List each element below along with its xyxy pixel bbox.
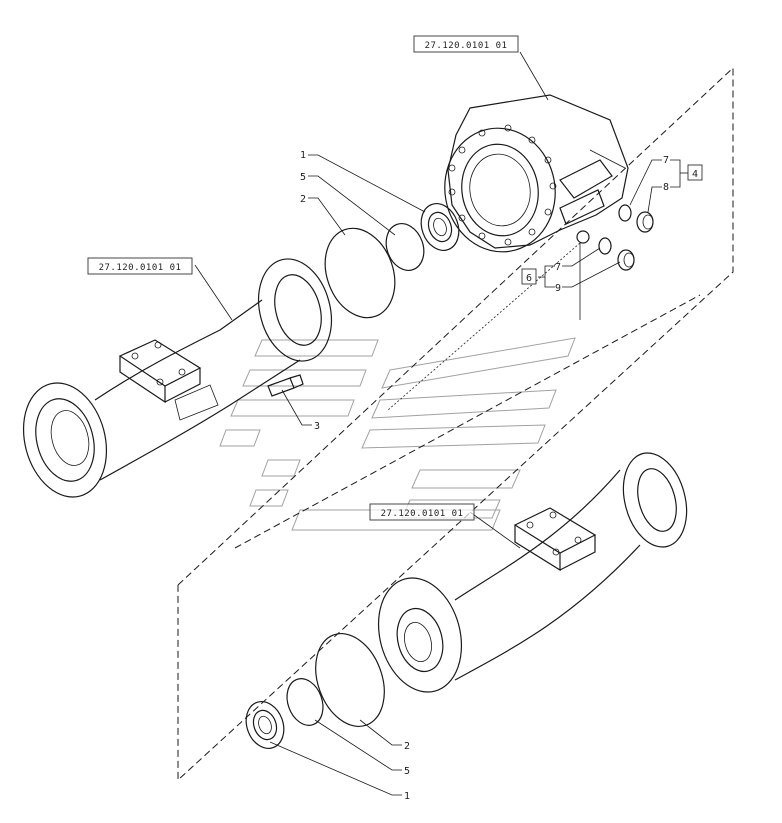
dashed-assembly-boundary [177,66,734,782]
logo-watermark-icon [219,337,576,531]
callout-9[interactable]: 9 [555,283,561,294]
top-o-ring-small [385,223,425,271]
callout-5-top[interactable]: 5 [300,172,306,183]
callout-8[interactable]: 8 [663,182,669,193]
ref-label: 27.120.0101 01 [425,41,508,51]
callout-3[interactable]: 3 [314,421,320,432]
bottom-o-ring-small [286,678,324,726]
leader-lines [194,51,688,796]
ref-label: 27.120.0101 01 [381,509,464,519]
top-plugs [598,204,654,271]
axle-housing-bottom [377,452,688,693]
callout-4[interactable]: 4 [692,169,698,180]
ref-box-axle-bottom[interactable]: 27.120.0101 01 [369,503,475,521]
callout-1-bottom[interactable]: 1 [404,791,410,802]
callout-2-bottom[interactable]: 2 [404,741,410,752]
callout-5-bottom[interactable]: 5 [404,766,410,777]
top-bearing [420,203,460,251]
ref-box-housing-top[interactable]: 27.120.0101 01 [413,35,519,53]
axle-housing-left [22,258,332,498]
final-drive-housing [444,94,629,253]
callout-6[interactable]: 6 [526,273,532,284]
bolt [267,374,304,397]
top-o-ring-large [324,227,396,319]
callout-7-lower[interactable]: 7 [555,262,561,273]
bottom-bearing [245,701,285,749]
callout-7-upper[interactable]: 7 [663,155,669,166]
callout-1-top[interactable]: 1 [300,150,306,161]
ref-label: 27.120.0101 01 [99,263,182,273]
callout-2-top[interactable]: 2 [300,194,306,205]
callouts: 1 5 2 3 7 8 4 7 9 6 2 5 1 [300,150,703,802]
ref-box-axle-left[interactable]: 27.120.0101 01 [87,257,193,275]
bottom-o-ring-large [315,632,385,728]
